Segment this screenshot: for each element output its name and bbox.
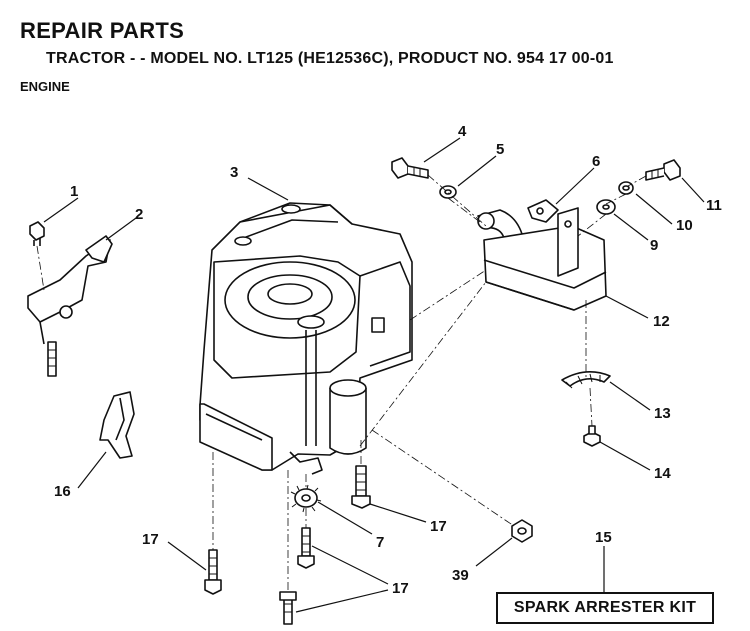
nut-part-39 [511, 519, 533, 543]
bolt-part-4 [391, 157, 429, 179]
callout-11: 11 [706, 197, 722, 214]
throttle-bracket-part-2 [27, 235, 113, 377]
callout-10: 10 [676, 217, 693, 234]
callout-7: 7 [376, 534, 384, 551]
bracket-part-16 [99, 391, 135, 459]
callout-12: 12 [653, 313, 670, 330]
section-label: ENGINE [20, 79, 70, 94]
gasket-part-6 [527, 199, 559, 223]
bolt-part-11 [645, 159, 681, 181]
bolt-part-17-bottom [279, 591, 297, 625]
callout-14: 14 [654, 465, 671, 482]
engine-assembly [199, 202, 413, 475]
callout-17-left: 17 [142, 531, 159, 548]
callout-1: 1 [70, 183, 78, 200]
bolt-part-17-center [297, 527, 315, 569]
model-subtitle: TRACTOR - - MODEL NO. LT125 (HE12536C), … [46, 50, 614, 67]
spark-arrester-kit-label: SPARK ARRESTER KIT [496, 592, 714, 624]
callout-17-right: 17 [430, 518, 447, 535]
page-title: REPAIR PARTS [20, 18, 185, 43]
callout-4: 4 [458, 123, 467, 140]
callout-6: 6 [592, 153, 600, 170]
bolt-part-17-right [351, 465, 371, 509]
callout-5: 5 [496, 141, 504, 158]
alignment-lines [36, 174, 647, 592]
callout-16: 16 [54, 483, 71, 500]
callout-2: 2 [135, 206, 143, 223]
callout-15: 15 [595, 529, 612, 546]
callout-17-bottom: 17 [392, 580, 409, 597]
screw-part-14 [583, 425, 601, 447]
spark-arrester-part-13 [561, 371, 611, 389]
callout-13: 13 [654, 405, 671, 422]
leader-lines [43, 137, 705, 613]
bolt-part-1 [29, 221, 45, 246]
callout-9: 9 [650, 237, 658, 254]
callout-numbers: 1 2 3 4 5 6 9 10 11 12 13 14 15 16 7 17 … [54, 123, 722, 597]
lock-washer-part-7 [290, 484, 322, 513]
callout-3: 3 [230, 164, 238, 181]
callout-39: 39 [452, 567, 469, 584]
muffler-part-12 [483, 207, 607, 311]
bolt-part-17-left [204, 549, 222, 595]
